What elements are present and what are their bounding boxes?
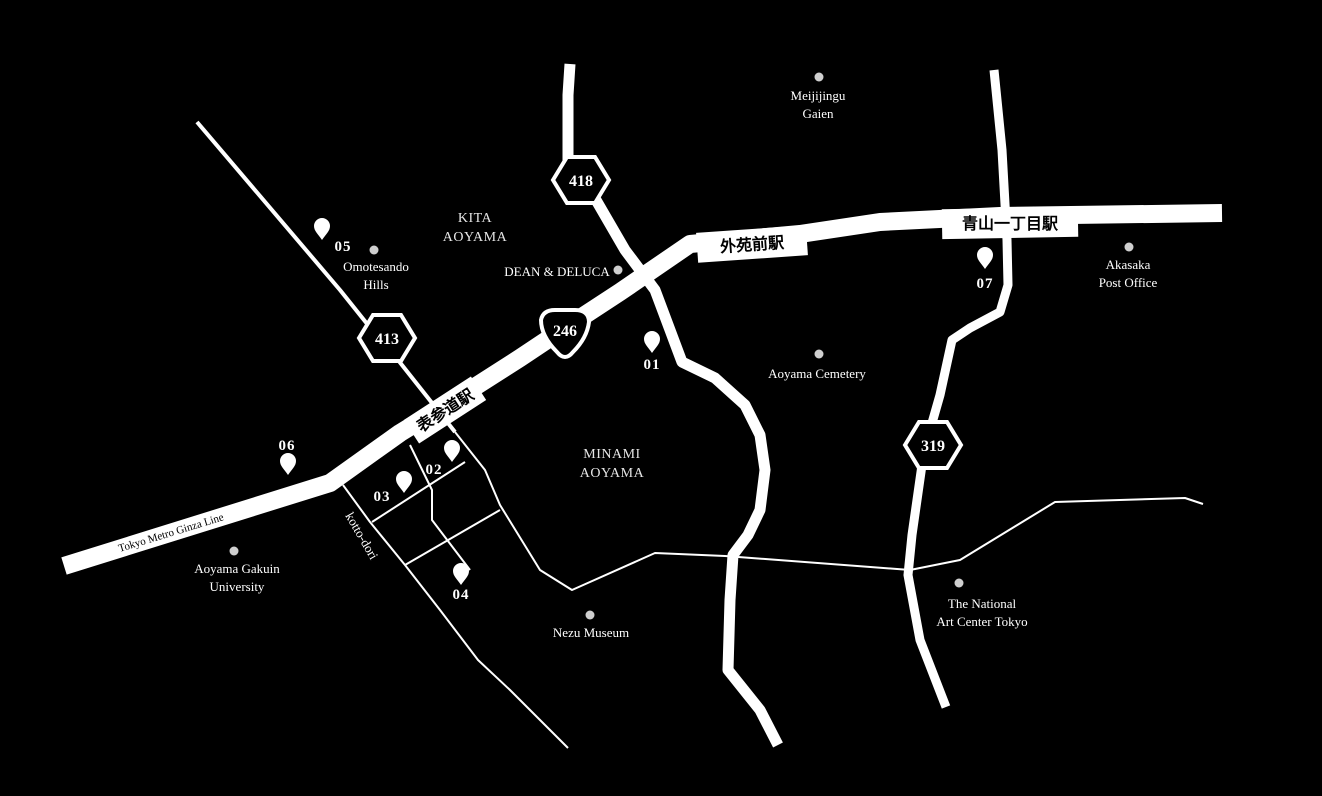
landmark-dot-icon xyxy=(613,265,623,275)
map-pin-01[interactable]: 01 xyxy=(644,331,661,373)
map-pin-05[interactable]: 05 xyxy=(314,218,352,255)
area-label-line: AOYAMA xyxy=(580,466,645,481)
landmark-label-line: Aoyama Gakuin xyxy=(194,561,280,576)
route-number: 413 xyxy=(375,331,399,348)
area-label-line: KITA xyxy=(458,211,493,226)
landmark-label-line: University xyxy=(210,579,265,594)
landmark-label-line: Nezu Museum xyxy=(553,625,629,640)
route-number: 418 xyxy=(569,173,593,190)
street-block-c xyxy=(404,509,501,566)
map-pin-icon xyxy=(977,247,993,269)
landmark-label-line: Hills xyxy=(363,277,388,292)
road-kotto-dori xyxy=(342,484,569,749)
pin-number: 07 xyxy=(977,276,994,292)
landmark-label-line: Akasaka xyxy=(1106,257,1151,272)
road-418-south xyxy=(591,197,783,748)
landmark-label-line: Omotesando xyxy=(343,259,409,274)
road-319 xyxy=(925,69,1013,432)
area-label-line: MINAMI xyxy=(583,447,640,462)
landmark-dot-icon xyxy=(814,72,824,82)
landmark-akasaka-post-office: Akasaka Post Office xyxy=(1099,242,1158,290)
landmark-nezu-museum: Nezu Museum xyxy=(553,610,629,640)
landmark-label-line: Art Center Tokyo xyxy=(936,614,1027,629)
pin-number: 05 xyxy=(335,239,352,255)
landmark-dot-icon xyxy=(1124,242,1134,252)
landmark-label-line: The National xyxy=(948,596,1017,611)
landmark-dot-icon xyxy=(954,578,964,588)
street-block-d xyxy=(409,444,471,571)
hexagon-icon xyxy=(356,313,418,363)
landmark-national-art-center: The National Art Center Tokyo xyxy=(936,578,1028,629)
station-label-box xyxy=(941,206,1079,240)
road-319-south xyxy=(903,464,951,709)
landmark-meijijingu-gaien: Meijijingu Gaien xyxy=(791,72,846,121)
route-shield-418: 418 xyxy=(550,155,612,205)
pin-number: 01 xyxy=(644,357,661,373)
area-label-line: AOYAMA xyxy=(443,230,508,245)
map-pin-icon xyxy=(314,218,330,240)
map-pin-icon xyxy=(644,331,660,353)
map-pin-04[interactable]: 04 xyxy=(453,563,470,603)
map-pin-icon xyxy=(396,471,412,493)
landmark-dean-deluca: DEAN & DELUCA xyxy=(504,264,623,279)
station-gaienmae: 外苑前駅 xyxy=(696,225,808,263)
landmark-label-line: Post Office xyxy=(1099,275,1158,290)
station-label-box xyxy=(403,376,487,444)
station-aoyama-itchome: 青山一丁目駅 xyxy=(941,206,1079,240)
route-number: 319 xyxy=(921,438,945,455)
station-label: 外苑前駅 xyxy=(718,233,785,257)
pin-number: 03 xyxy=(374,489,391,505)
road-418 xyxy=(562,63,576,165)
map-pin-02[interactable]: 02 xyxy=(426,440,461,478)
landmark-dot-icon xyxy=(369,245,379,255)
landmark-label-line: Aoyama Cemetery xyxy=(768,366,866,381)
area-minami-aoyama: MINAMI AOYAMA xyxy=(580,447,645,481)
map-pin-06[interactable]: 06 xyxy=(279,438,297,475)
pin-number: 04 xyxy=(453,587,470,603)
street-block-b xyxy=(371,461,466,523)
map-pin-icon xyxy=(280,453,296,475)
route-number: 246 xyxy=(553,323,577,340)
route-shield-246: 246 xyxy=(538,308,592,359)
landmark-dot-icon xyxy=(814,349,824,359)
hexagon-icon xyxy=(902,420,964,470)
pin-number: 02 xyxy=(426,462,443,478)
route-shield-413: 413 xyxy=(356,313,418,363)
area-kita-aoyama: KITA AOYAMA xyxy=(443,211,508,245)
landmark-aoyama-cemetery: Aoyama Cemetery xyxy=(768,349,866,381)
landmark-label-line: Gaien xyxy=(802,106,834,121)
street-block-a xyxy=(454,431,1204,591)
landmark-aoyama-gakuin-university: Aoyama Gakuin University xyxy=(194,546,280,594)
road-246 xyxy=(61,204,1223,575)
landmark-label-line: Meijijingu xyxy=(791,88,846,103)
roads xyxy=(61,63,1223,749)
landmark-dot-icon xyxy=(585,610,595,620)
route-shield-319: 319 xyxy=(902,420,964,470)
map-pin-03[interactable]: 03 xyxy=(374,471,413,505)
landmark-dot-icon xyxy=(229,546,239,556)
station-label-box xyxy=(696,225,808,263)
landmark-omotesando-hills: Omotesando Hills xyxy=(343,245,409,292)
shield-icon xyxy=(538,308,592,359)
map-pin-icon xyxy=(444,440,460,462)
map-pin-icon xyxy=(453,563,469,585)
landmark-label-line: DEAN & DELUCA xyxy=(504,264,610,279)
pin-number: 06 xyxy=(279,438,296,454)
hexagon-icon xyxy=(550,155,612,205)
map-pin-07[interactable]: 07 xyxy=(977,247,994,292)
station-label: 青山一丁目駅 xyxy=(962,214,1059,233)
